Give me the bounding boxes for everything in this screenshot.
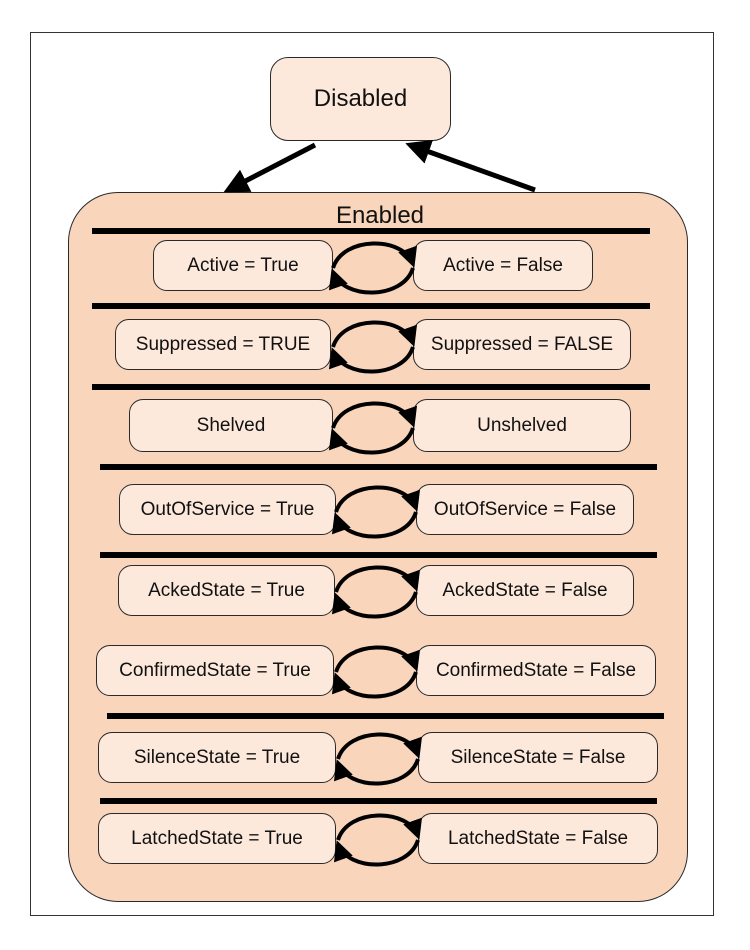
- group-divider: [92, 303, 650, 309]
- transition-arrow-to-true: [328, 427, 415, 455]
- transition-arrow-to-false: [334, 565, 421, 593]
- transition-arrow-to-false: [331, 401, 418, 429]
- state-outofservice-false: OutOfService = False: [416, 484, 634, 535]
- transition-arrow-to-false: [331, 320, 418, 348]
- group-divider: [107, 713, 664, 719]
- diagram-frame: [30, 32, 714, 916]
- transition-arrow-to-true: [328, 346, 415, 374]
- state-confirmedstate-false: ConfirmedState = False: [416, 645, 656, 696]
- transition-arrow-to-true: [328, 267, 415, 295]
- group-divider: [92, 228, 650, 234]
- disabled-state: Disabled: [270, 57, 451, 141]
- transition-arrow-to-false: [331, 241, 418, 269]
- transition-arrow-to-true: [331, 591, 418, 619]
- state-outofservice-true: OutOfService = True: [119, 484, 336, 535]
- transition-arrow-to-false: [334, 645, 421, 673]
- group-divider: [92, 384, 650, 390]
- arrow-disabled-to-enabled: [223, 142, 317, 193]
- state-latchedstate-true: LatchedState = True: [98, 813, 336, 864]
- transition-arrow-to-true: [331, 511, 418, 539]
- group-divider: [100, 464, 657, 470]
- transition-arrow-to-true: [333, 758, 420, 786]
- arrow-enabled-to-disabled: [405, 140, 536, 193]
- state-active-true: Active = True: [153, 240, 333, 291]
- state-ackedstate-false: AckedState = False: [416, 565, 634, 616]
- state-suppressed-false: Suppressed = FALSE: [413, 319, 631, 370]
- transition-arrow-to-true: [331, 671, 418, 699]
- state-confirmedstate-true: ConfirmedState = True: [96, 645, 334, 696]
- state-suppressed-true: Suppressed = TRUE: [115, 319, 331, 370]
- transition-arrow-to-false: [334, 485, 421, 513]
- state-active-false: Active = False: [413, 240, 593, 291]
- state-ackedstate-true: AckedState = True: [118, 565, 335, 616]
- transition-arrow-to-false: [336, 732, 423, 760]
- transition-arrow-to-true: [333, 839, 420, 867]
- state-latchedstate-false: LatchedState = False: [418, 813, 658, 864]
- state-unshelved: Unshelved: [413, 399, 631, 452]
- group-divider: [100, 552, 657, 558]
- enabled-label: Enabled: [335, 202, 425, 229]
- state-shelved: Shelved: [129, 399, 333, 452]
- group-divider: [100, 798, 657, 804]
- state-silencestate-true: SilenceState = True: [98, 732, 336, 783]
- transition-arrow-to-false: [336, 813, 423, 841]
- state-silencestate-false: SilenceState = False: [418, 732, 658, 783]
